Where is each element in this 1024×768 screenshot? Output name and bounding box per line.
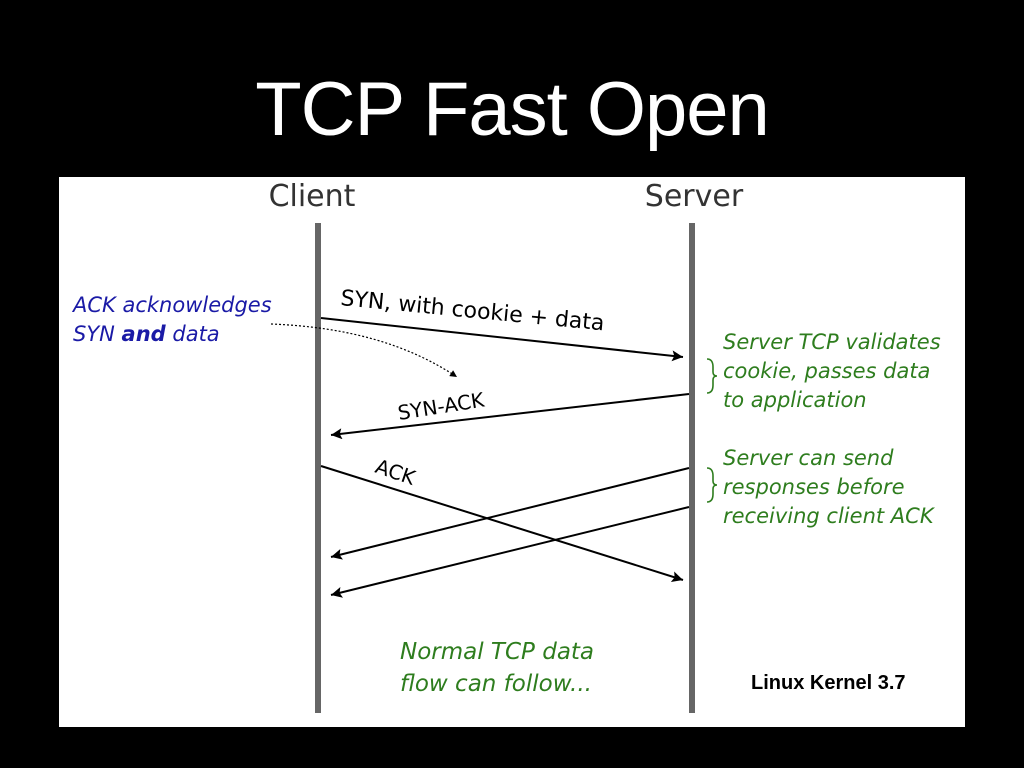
client-note-data: data (166, 322, 220, 346)
response-arrow-2 (330, 506, 690, 598)
footer-note-line1: Normal TCP data (400, 639, 594, 665)
responses-note-line1: Server can send (723, 446, 894, 470)
responses-brace (706, 467, 718, 503)
client-note-and: and (122, 322, 167, 346)
response-arrow-1 (330, 467, 690, 560)
client-note-line1: ACK acknowledges (71, 293, 272, 317)
client-note-syn: SYN (73, 322, 122, 346)
client-lifeline (315, 223, 321, 713)
footer-note-line2: flow can follow... (400, 671, 592, 697)
client-header: Client (269, 179, 356, 214)
synack-arrow (330, 393, 690, 440)
syn-label: SYN, with cookie + data (339, 286, 605, 336)
dotted-callout-arrow (270, 323, 458, 378)
client-note-line2: SYN and data (73, 322, 220, 346)
responses-note-line2: responses before (723, 475, 905, 499)
validate-note-line1: Server TCP validates (723, 330, 941, 354)
syn-arrow (320, 317, 684, 362)
validate-note-line3: to application (723, 388, 867, 412)
slide-title: TCP Fast Open (255, 67, 770, 152)
responses-note-line3: receiving client ACK (723, 504, 936, 528)
server-header: Server (645, 179, 744, 214)
server-lifeline (689, 223, 695, 713)
kernel-version-badge: Linux Kernel 3.7 (751, 672, 906, 694)
diagram-canvas: Client Server SYN, with cookie + data SY… (71, 179, 941, 713)
validate-note-line2: cookie, passes data (723, 359, 930, 383)
ack-arrow (320, 465, 684, 582)
sequence-diagram: Client Server SYN, with cookie + data SY… (59, 177, 965, 727)
validate-brace (706, 358, 718, 394)
